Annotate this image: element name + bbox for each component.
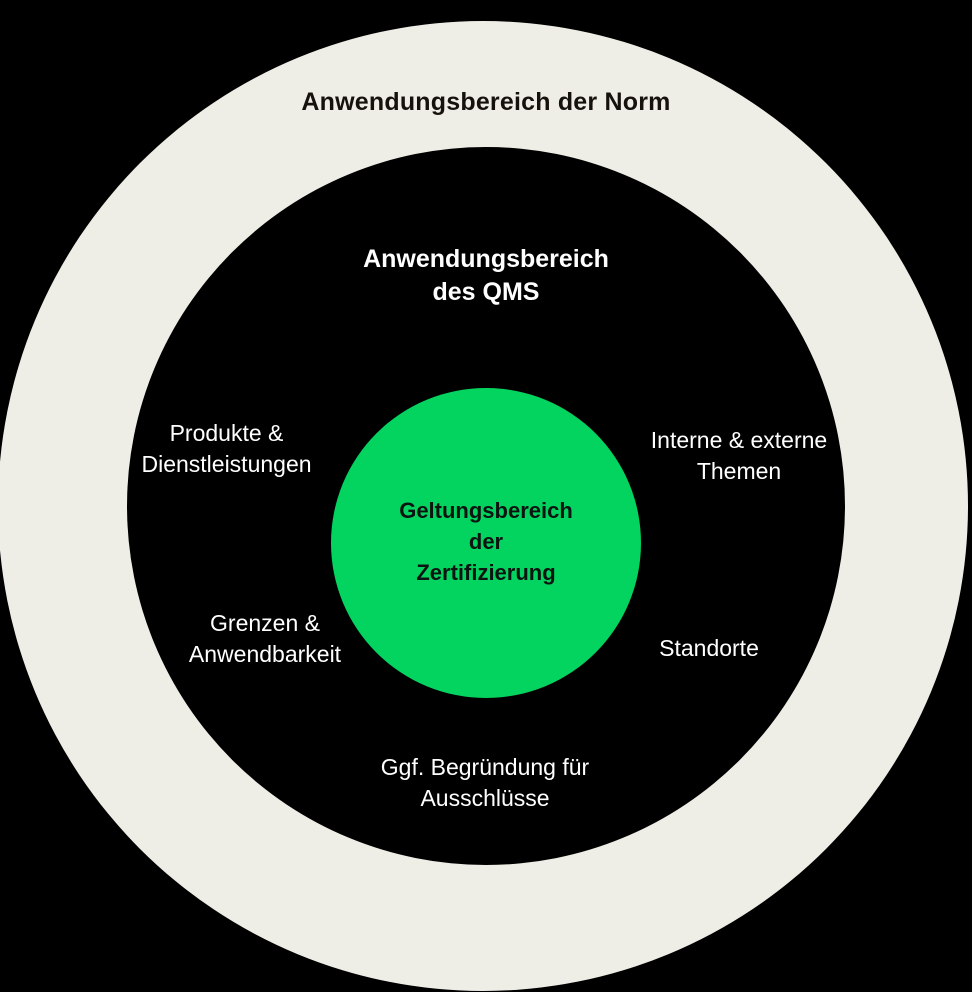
inner-circle-certification-scope — [331, 388, 641, 698]
satellite-label-interne-externe-themen: Interne & externe Themen — [650, 427, 828, 485]
outer-circle-label: Anwendungsbereich der Norm — [301, 88, 671, 116]
satellite-label-grenzen-anwendbarkeit: Grenzen & Anwendbarkeit — [188, 610, 342, 668]
satellite-label-standorte: Standorte — [659, 635, 759, 661]
middle-circle-label: Anwendungsbereich des QMS — [363, 245, 609, 306]
satellite-label-produkte-dienstleistungen: Produkte & Dienstleistungen — [141, 420, 312, 478]
satellite-label-ggf-begruendung-ausschluesse: Ggf. Begründung für Ausschlüsse — [380, 754, 590, 812]
inner-circle-label: Geltungsbereich der Zertifizierung — [399, 498, 573, 586]
